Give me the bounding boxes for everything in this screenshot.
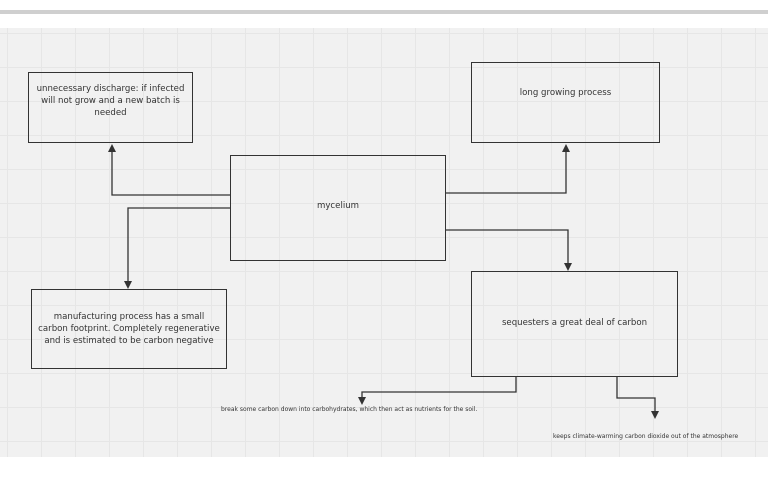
arrow-to-carbohydrates (361, 377, 517, 400)
node-sequesters-text: sequesters a great deal of carbon (501, 318, 648, 328)
node-mycelium[interactable]: mycelium (230, 155, 446, 261)
arrow-to-discharge (111, 146, 230, 196)
top-scrollbar (0, 10, 768, 14)
node-sequesters[interactable]: sequesters a great deal of carbon (471, 271, 678, 377)
node-growing-text: long growing process (519, 87, 612, 98)
node-discharge-text: unnecessary discharge: if infected will … (36, 83, 185, 118)
arrow-to-manufacturing (127, 207, 230, 284)
node-discharge[interactable]: unnecessary discharge: if infected will … (28, 72, 193, 143)
node-manufacturing[interactable]: manufacturing process has a small carbon… (31, 289, 227, 369)
diagram-canvas[interactable] (0, 28, 768, 457)
node-manufacturing-text: manufacturing process has a small carbon… (38, 312, 220, 346)
note-atmosphere[interactable]: keeps climate-warming carbon dioxide out… (553, 433, 739, 440)
arrow-to-atmosphere (616, 377, 656, 414)
node-growing[interactable]: long growing process (471, 62, 660, 143)
arrow-to-sequesters (446, 229, 569, 266)
node-mycelium-text: mycelium (316, 201, 360, 211)
note-carbohydrates[interactable]: break some carbon down into carbohydrate… (221, 406, 478, 413)
arrow-to-growing (446, 146, 567, 194)
